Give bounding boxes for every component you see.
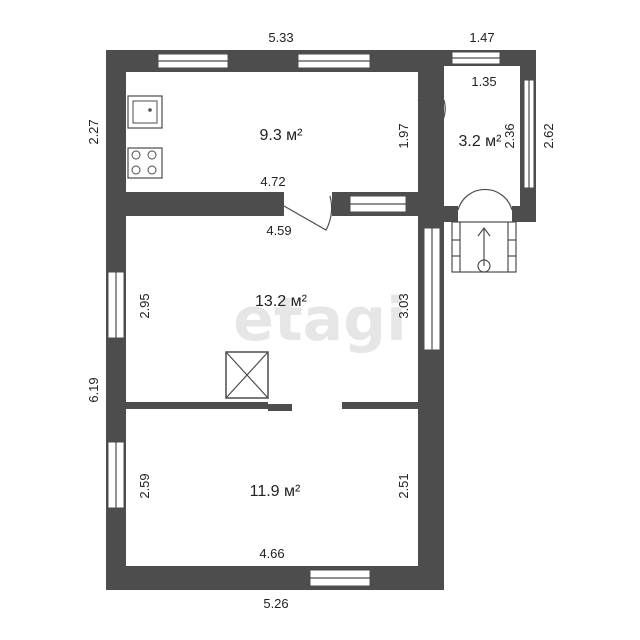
dim-bedroom-bottom-inner: 4.66 [259, 546, 284, 561]
stove-icon [127, 147, 163, 179]
vestibule-area-label: 3.2 м² [458, 133, 502, 150]
dim-kitchen-bottom-width: 4.72 [260, 174, 285, 189]
kitchen-area-label: 9.3 м² [259, 127, 303, 144]
windows [107, 51, 535, 587]
dim-left-total-height: 6.19 [86, 377, 101, 402]
watermark: etagi [233, 285, 406, 355]
bedroom-area-label: 11.9 м² [250, 483, 301, 500]
sink-icon [127, 95, 163, 129]
dim-vestibule-inner-height: 2.36 [502, 123, 517, 148]
dim-bedroom-left-height: 2.59 [137, 473, 152, 498]
dim-living-top-width: 4.59 [266, 223, 291, 238]
dim-vestibule-top: 1.47 [469, 30, 494, 45]
dim-bedroom-right-height: 2.51 [396, 473, 411, 498]
dim-top-width: 5.33 [268, 30, 293, 45]
doors [283, 99, 446, 231]
dimension-labels: 5.33 1.47 1.35 2.27 2.62 2.36 1.97 4.72 … [86, 30, 556, 611]
dim-bottom-total-width: 5.26 [263, 596, 288, 611]
hatch-icon [225, 351, 269, 399]
entrance-steps-icon [451, 188, 517, 273]
dim-kitchen-right-height: 1.97 [396, 123, 411, 148]
dim-vestibule-inner-width: 1.35 [471, 74, 496, 89]
dim-vestibule-outer-height: 2.62 [541, 123, 556, 148]
dim-left-kitchen: 2.27 [86, 119, 101, 144]
dim-living-right-height: 3.03 [396, 293, 411, 318]
living-room-area-label: 13.2 м² [255, 293, 308, 310]
room-areas: 9.3 м² 3.2 м² 13.2 м² 11.9 м² [250, 127, 503, 500]
dim-living-left-height: 2.95 [137, 293, 152, 318]
